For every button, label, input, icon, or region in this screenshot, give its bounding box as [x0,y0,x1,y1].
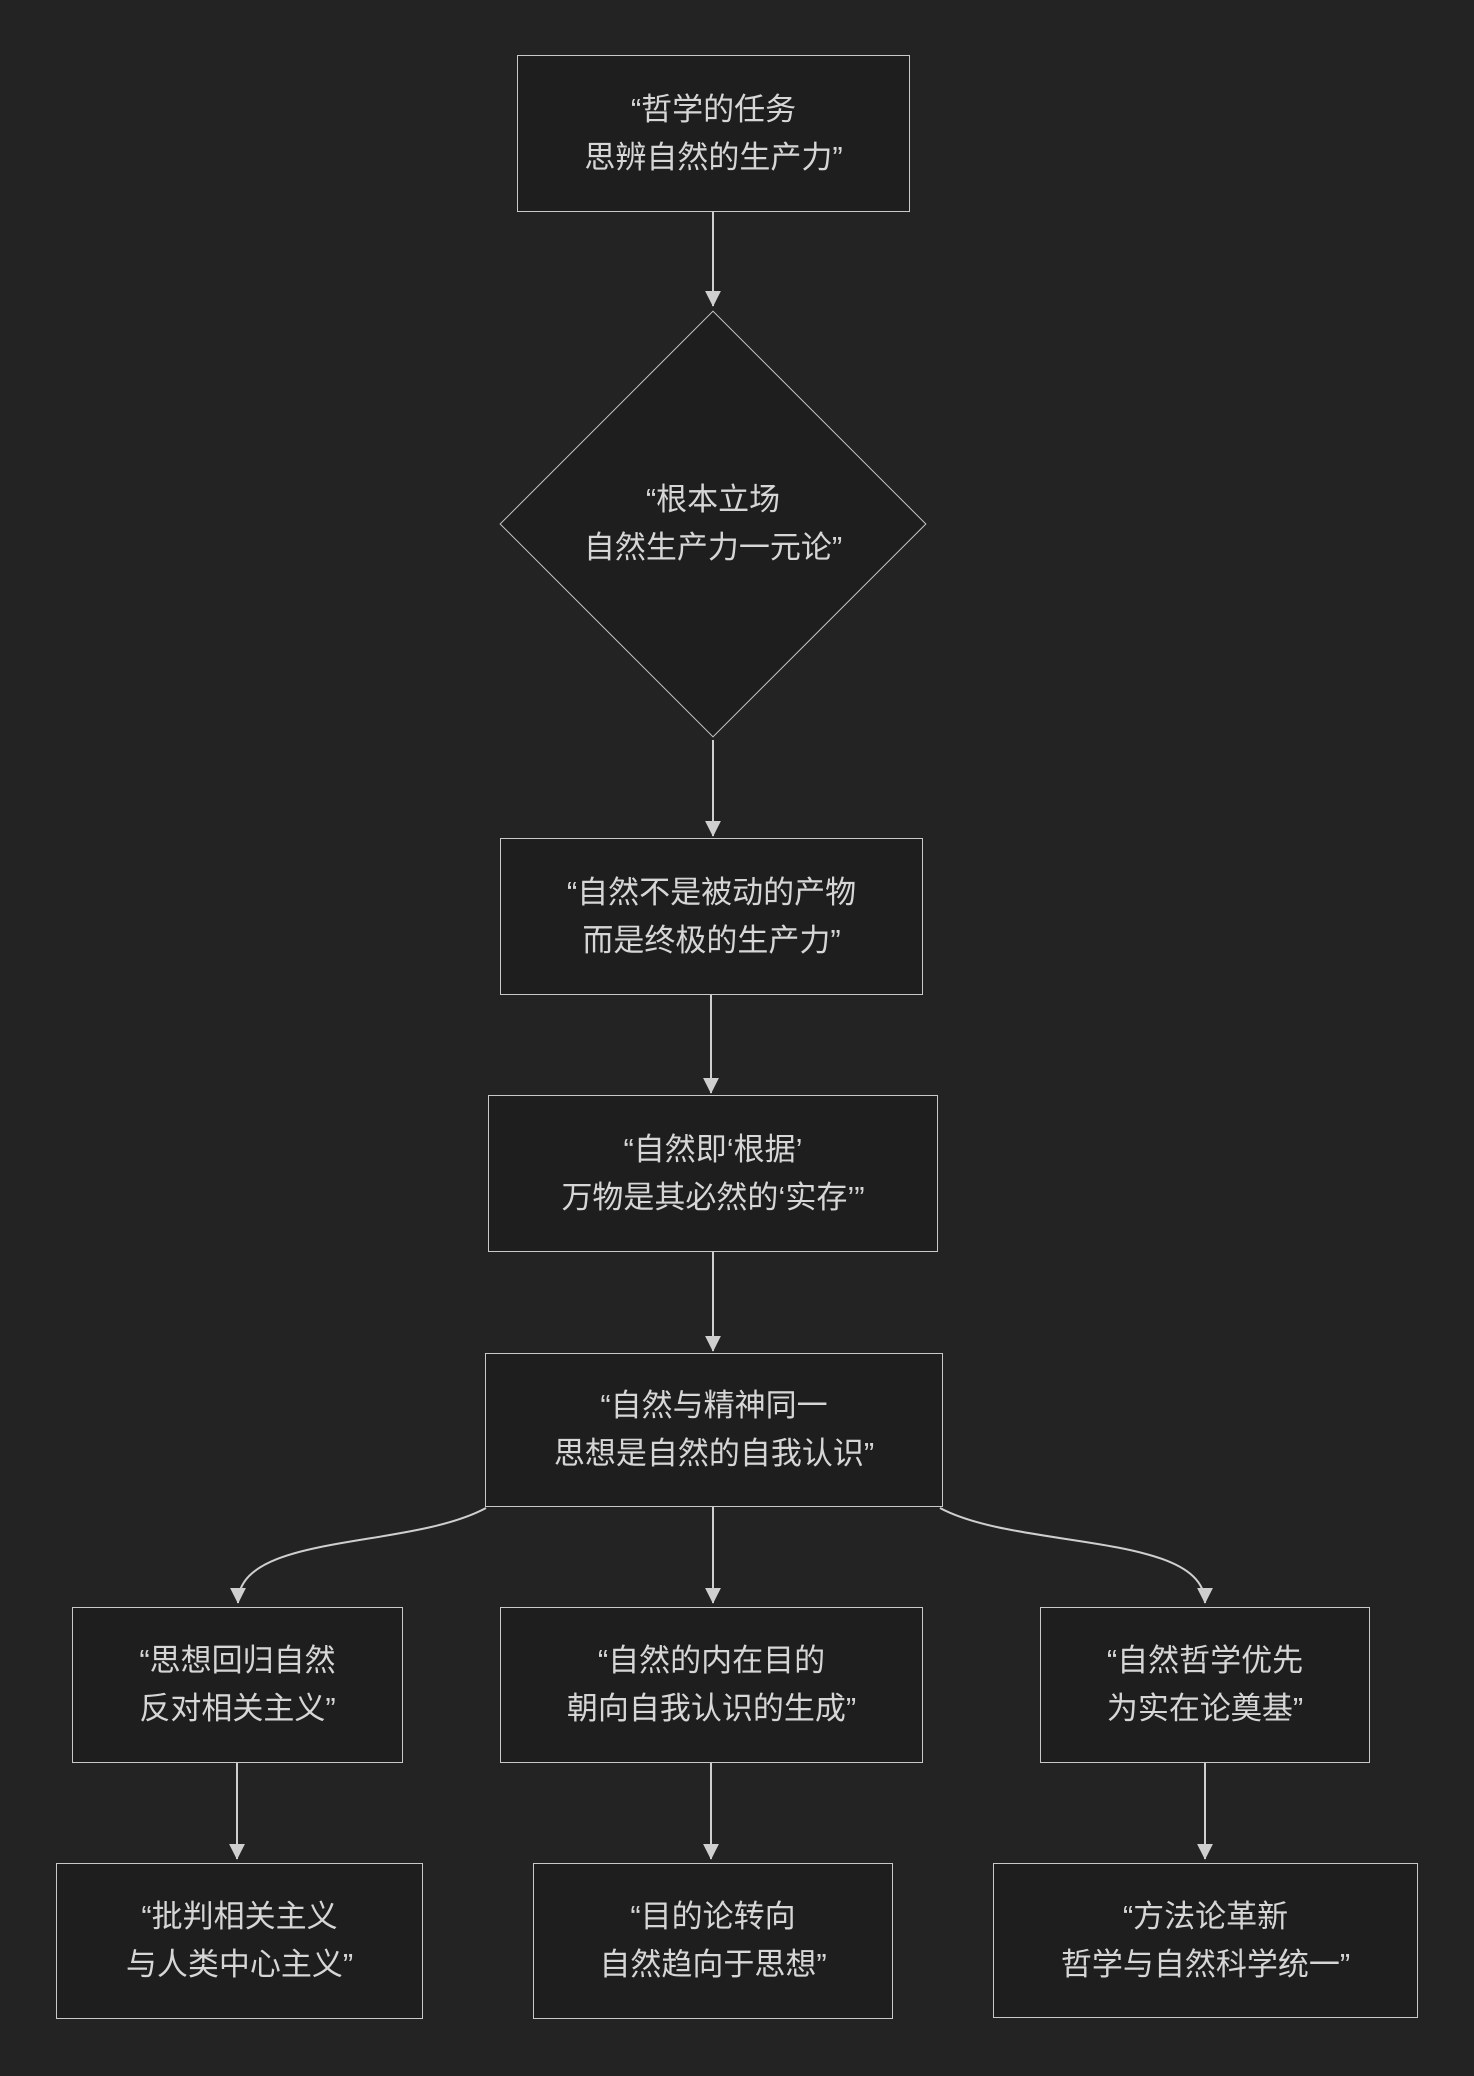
node-label-line: 朝向自我认识的生成” [566,1691,857,1726]
node-nature-as-ground: “自然即‘根据’ 万物是其必然的‘实存’” [488,1095,938,1252]
node-label-line: 与人类中心主义” [125,1947,354,1982]
node-label-line: “自然哲学优先 [1106,1643,1304,1678]
node-label-line: “自然不是被动的产物 [566,874,857,910]
node-label-line: “自然即‘根据’ [623,1131,803,1167]
node-label-line: 自然趋向于思想” [599,1947,827,1982]
node-priority-of-nature-philosophy: “自然哲学优先 为实在论奠基” [1040,1607,1370,1763]
node-label-line: 而是终极的生产力” [582,922,841,958]
node-label-line: “自然与精神同一 [600,1388,828,1423]
node-label-line: 思辨自然的生产力” [584,139,843,175]
node-label-line: “自然的内在目的 [597,1643,826,1678]
edge-spirit-to-philosophy-priority [939,1507,1213,1604]
node-nature-spirit-identity: “自然与精神同一 思想是自然的自我认识” [485,1353,943,1507]
edge-spirit-to-thought-return [230,1507,487,1604]
node-critique-correlationism: “批判相关主义 与人类中心主义” [56,1863,423,2019]
node-label-line: “思想回归自然 [139,1643,336,1678]
node-label-line: 哲学与自然科学统一” [1060,1946,1351,1982]
node-inner-purpose-of-nature: “自然的内在目的 朝向自我认识的生成” [500,1607,923,1763]
node-teleological-turn: “目的论转向 自然趋向于思想” [533,1863,893,2019]
node-thought-returns-to-nature: “思想回归自然 反对相关主义” [72,1607,403,1763]
node-label-line: “方法论革新 [1122,1898,1289,1934]
node-decision-fundamental-stance: “根本立场 自然生产力一元论” [493,444,933,604]
node-label-line: 思想是自然的自我认识” [553,1436,875,1471]
node-label-line: 自然生产力一元论” [583,530,843,565]
node-label-line: 为实在论奠基” [1106,1691,1304,1726]
node-label-line: “目的论转向 [630,1899,796,1934]
node-label-line: 反对相关主义” [139,1691,336,1726]
node-nature-ultimate-productivity: “自然不是被动的产物 而是终极的生产力” [500,838,923,995]
node-label-line: 万物是其必然的‘实存’” [561,1179,865,1215]
node-philosophy-task: “哲学的任务 思辨自然的生产力” [517,55,910,212]
node-label-line: “哲学的任务 [630,91,797,127]
node-label-line: “批判相关主义 [141,1899,338,1934]
node-methodological-innovation: “方法论革新 哲学与自然科学统一” [993,1863,1418,2018]
node-label-line: “根本立场 [645,482,781,517]
